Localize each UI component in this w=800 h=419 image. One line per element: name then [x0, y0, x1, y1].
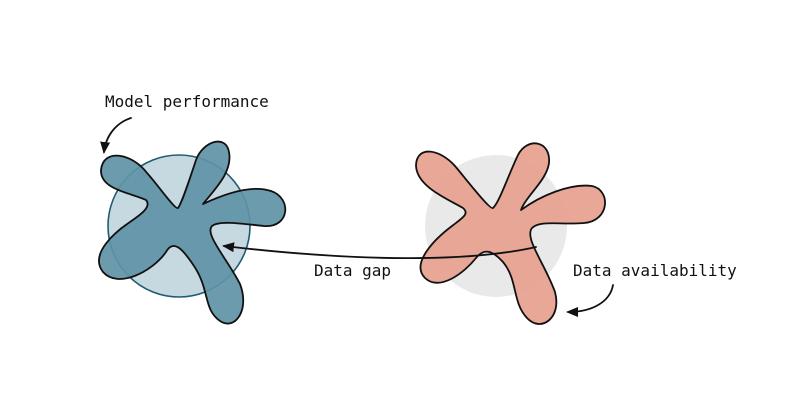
data-availability-label: Data availability: [573, 261, 737, 280]
model-performance-blob: [98, 140, 287, 325]
model-performance-label: Model performance: [105, 92, 269, 111]
data-availability-group: [415, 142, 606, 325]
model-performance-group: [98, 140, 287, 325]
data-gap-arrow: [222, 242, 537, 260]
model-performance-pointer-arrow: [100, 117, 132, 154]
data-availability-pointer-arrow: [566, 284, 614, 317]
data-gap-label: Data gap: [314, 261, 391, 280]
data-availability-blob: [415, 142, 606, 325]
